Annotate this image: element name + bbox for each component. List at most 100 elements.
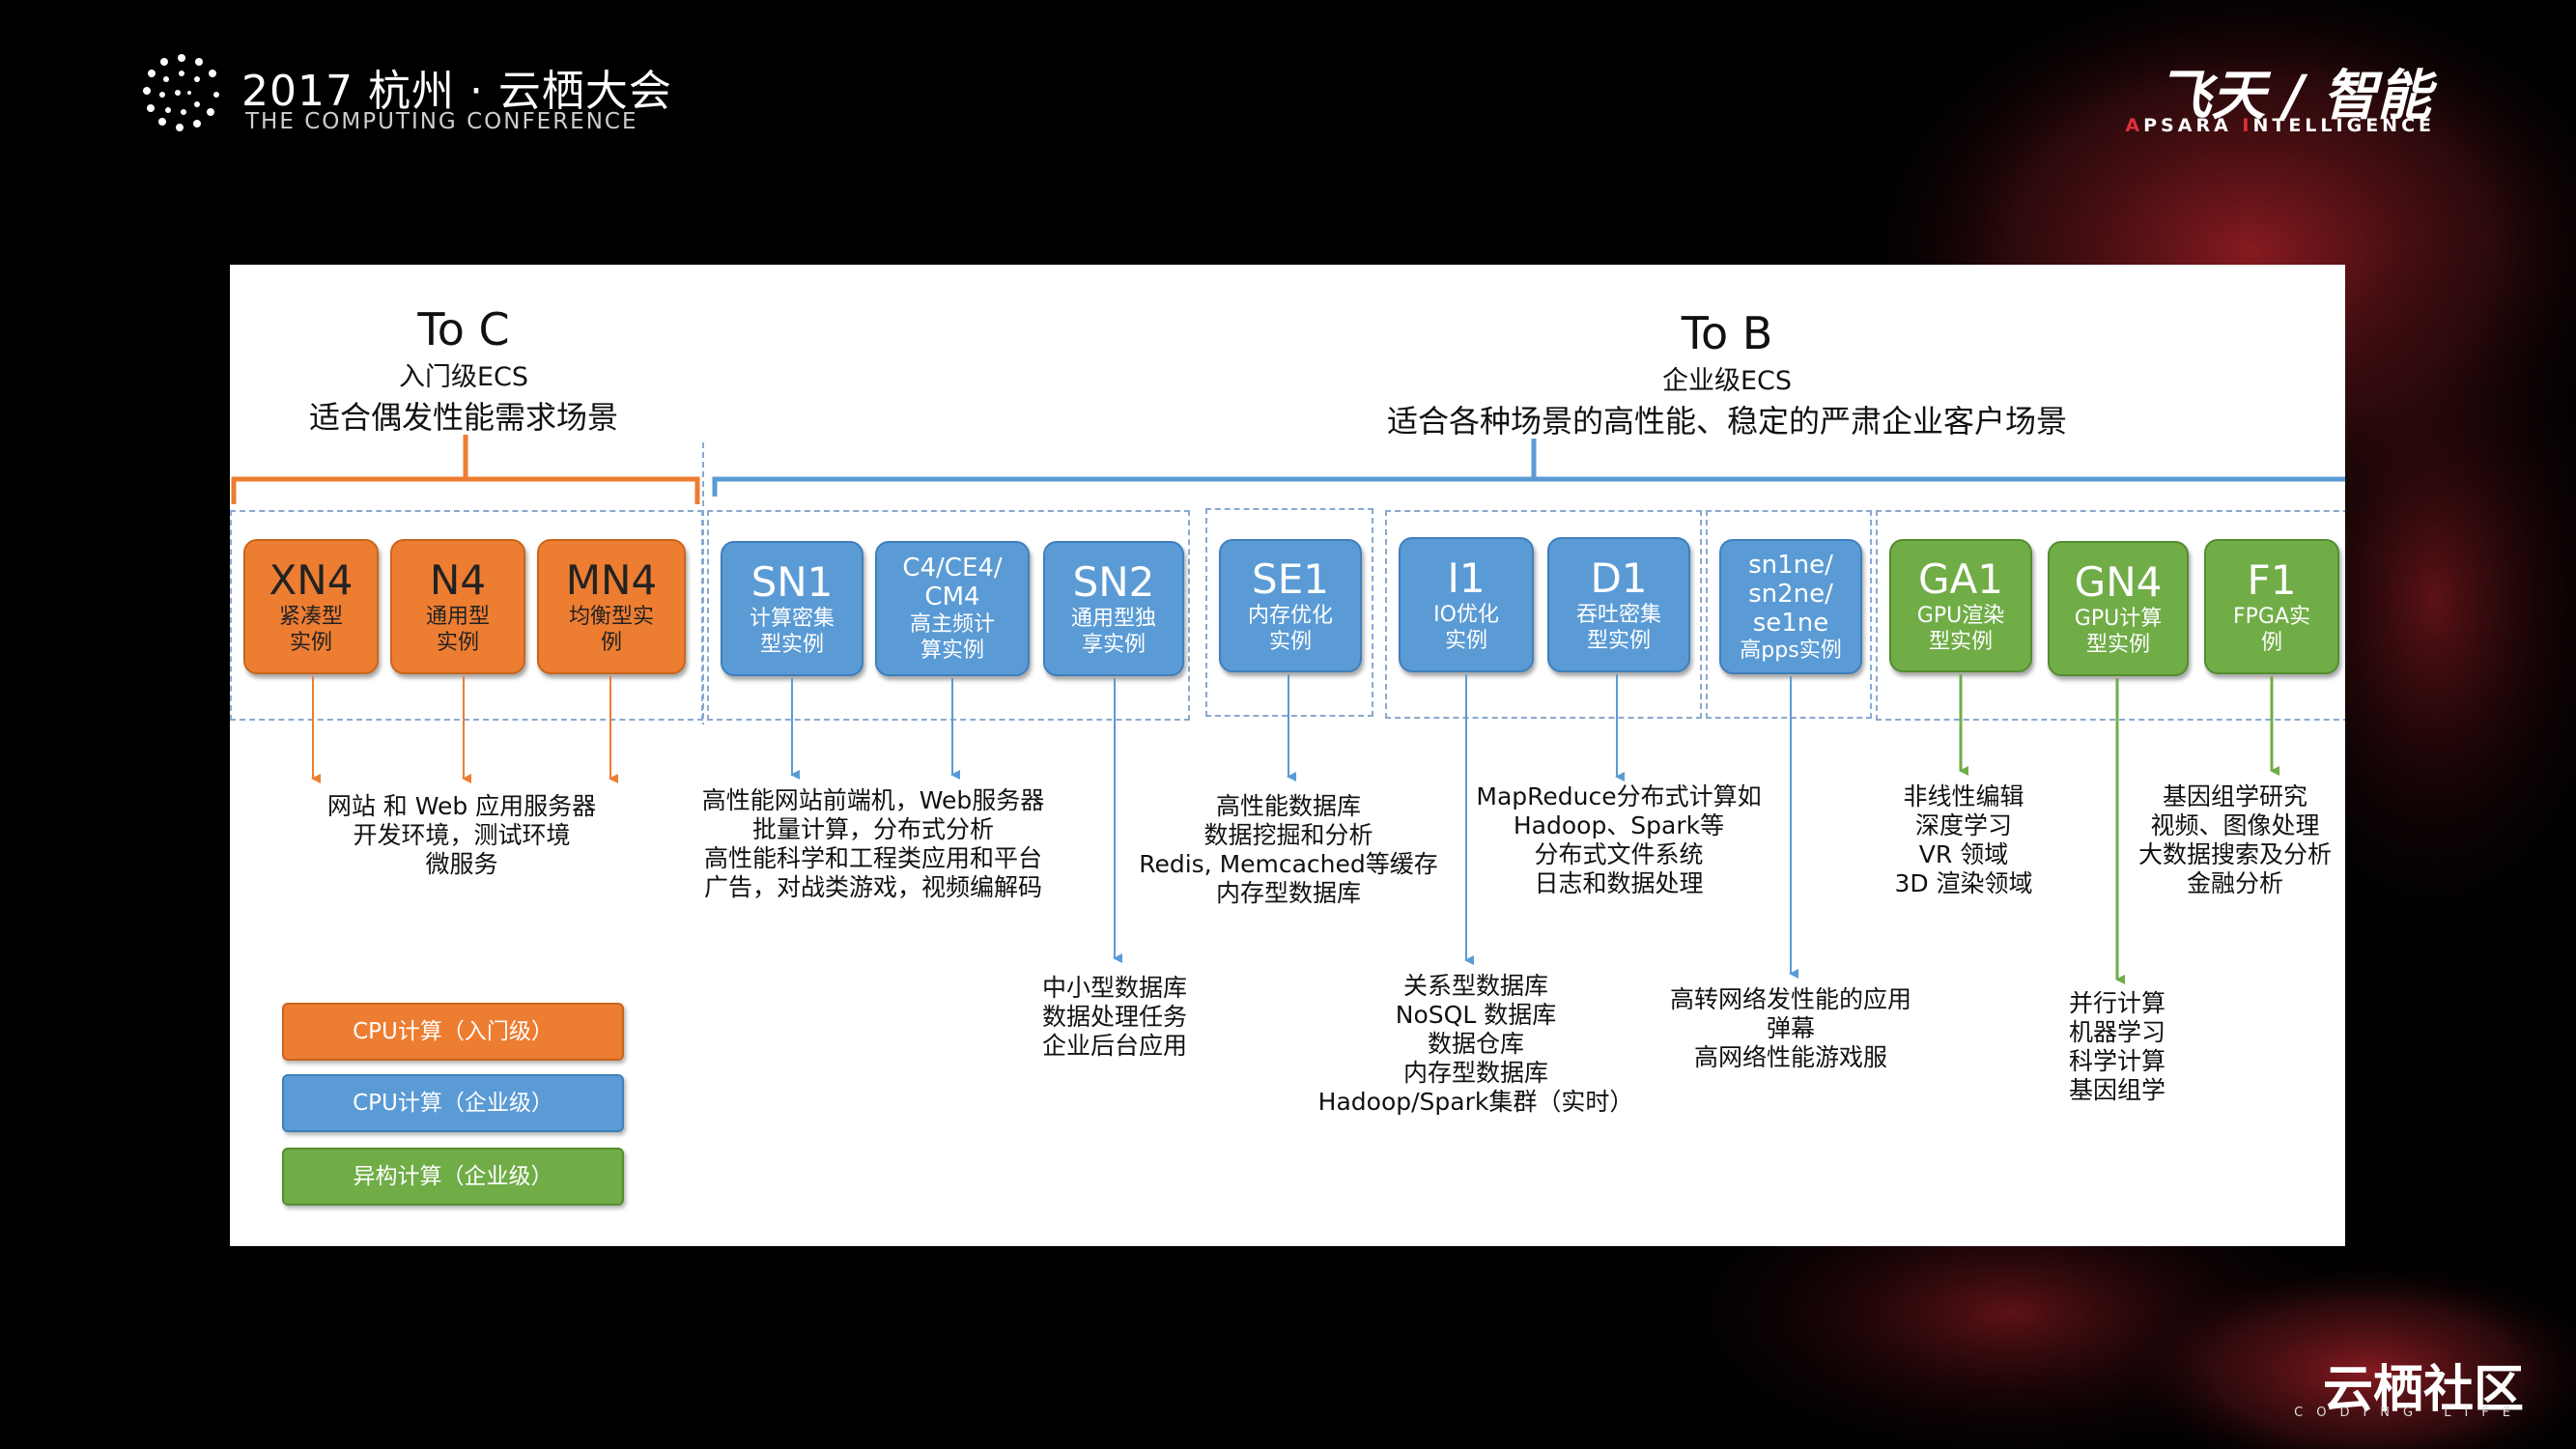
use-case-line: 中小型数据库	[1041, 974, 1187, 1002]
use-case-line: 批量计算，分布式分析	[751, 815, 994, 843]
instance-f1[interactable]: F1 FPGA实 例	[2204, 539, 2339, 674]
use-case-line: 数据处理任务	[1041, 1003, 1187, 1031]
use-case-line: 高网络性能游戏服	[1693, 1043, 1887, 1071]
instance-sn1ne-desc: 高pps实例	[1740, 638, 1842, 663]
instance-se1-code: SE1	[1252, 555, 1329, 603]
to-b-bracket	[712, 439, 2345, 497]
instance-d1[interactable]: D1 吞吐密集 型实例	[1547, 537, 1690, 672]
instance-xn4[interactable]: XN4 紧凑型 实例	[243, 539, 379, 674]
instance-ga1-code: GA1	[1918, 555, 2003, 603]
instance-i1-desc-2: 实例	[1444, 629, 1487, 653]
instance-c4-desc-2: 算实例	[920, 639, 984, 663]
to-b-heading: To B 企业级ECS 适合各种场景的高性能、稳定的严肃企业客户场景	[1099, 307, 2345, 441]
use-case-line: 科学计算	[2068, 1047, 2166, 1075]
to-c-desc: 适合偶发性能需求场景	[308, 399, 618, 436]
instance-se1-desc: 内存优化	[1247, 604, 1333, 628]
use-cases-general: 中小型数据库 数据处理任务 企业后台应用	[1018, 974, 1211, 1061]
instance-sn1[interactable]: SN1 计算密集 型实例	[721, 541, 863, 676]
instance-gn4-desc: GPU计算	[2074, 607, 2163, 631]
use-case-line: Hadoop/Spark集群（实时）	[1317, 1088, 1634, 1116]
instance-f1-code: F1	[2247, 556, 2297, 604]
instance-n4[interactable]: N4 通用型 实例	[390, 539, 525, 674]
to-c-bracket	[231, 435, 700, 504]
use-case-line: 广告，对战类游戏，视频编解码	[703, 873, 1042, 901]
instance-c4-code: C4/CE4/	[902, 554, 1003, 582]
instance-xn4-desc-2: 实例	[289, 631, 332, 655]
instance-sn2-desc: 通用型独	[1070, 607, 1156, 631]
instance-sn1-code: SN1	[750, 558, 834, 606]
conference-title: 2017 杭州 · 云栖大会	[241, 67, 672, 116]
legend-cpu-enterprise: CPU计算（企业级）	[282, 1074, 624, 1132]
use-case-line: 视频、图像处理	[2150, 811, 2320, 839]
to-b-subtitle: 企业级ECS	[1661, 366, 1793, 396]
instance-d1-desc: 吞吐密集	[1575, 603, 1661, 627]
use-cases-memory: 高性能数据库 数据挖掘和分析 Redis, Memcached等缓存 内存型数据…	[1134, 792, 1443, 908]
use-case-line: 数据仓库	[1427, 1030, 1524, 1058]
use-case-line: 内存型数据库	[1215, 879, 1361, 907]
use-case-line: 深度学习	[1914, 811, 2012, 839]
instance-mn4-desc: 均衡型实	[568, 605, 654, 629]
legend-cpu-entry: CPU计算（入门级）	[282, 1003, 624, 1061]
use-case-line: 开发环境，测试环境	[353, 821, 571, 849]
instance-mn4-desc-2: 例	[600, 631, 622, 655]
use-case-line: 企业后台应用	[1041, 1032, 1187, 1060]
to-c-subtitle: 入门级ECS	[398, 362, 529, 392]
use-case-line: 网站 和 Web 应用服务器	[326, 792, 597, 820]
instance-se1[interactable]: SE1 内存优化 实例	[1219, 539, 1362, 672]
use-case-line: 微服务	[425, 850, 498, 878]
instance-gn4-code: GN4	[2074, 558, 2163, 606]
instance-n4-desc-2: 实例	[436, 631, 479, 655]
use-cases-fpga: 基因组学研究 视频、图像处理 大数据搜索及分析 金融分析	[2129, 782, 2341, 898]
to-b-title: To B	[1681, 307, 1773, 359]
use-case-line: 基因组学研究	[2162, 782, 2307, 810]
instance-mn4[interactable]: MN4 均衡型实 例	[537, 539, 686, 674]
to-b-desc: 适合各种场景的高性能、稳定的严肃企业客户场景	[1386, 403, 2067, 440]
use-case-line: 金融分析	[2186, 869, 2283, 897]
instance-xn4-desc: 紧凑型	[278, 605, 343, 629]
instance-i1[interactable]: I1 IO优化 实例	[1399, 537, 1534, 672]
use-case-line: 并行计算	[2068, 989, 2166, 1017]
instance-c4-ce4-cm4[interactable]: C4/CE4/ CM4 高主频计 算实例	[875, 541, 1030, 676]
instance-ga1-desc-2: 型实例	[1928, 630, 1993, 654]
to-c-heading: To C 入门级ECS 适合偶发性能需求场景	[230, 303, 697, 438]
use-case-line: 日志和数据处理	[1534, 869, 1704, 897]
instance-sn2-desc-2: 享实例	[1081, 633, 1146, 657]
legend-heterogeneous-enterprise: 异构计算（企业级）	[282, 1148, 624, 1206]
instance-sn1ne-sn2ne-se1ne[interactable]: sn1ne/ sn2ne/ se1ne 高pps实例	[1719, 539, 1862, 674]
instance-d1-desc-2: 型实例	[1586, 629, 1651, 653]
instance-i1-desc: IO优化	[1433, 603, 1499, 627]
instance-cm4-code: CM4	[924, 582, 980, 611]
instance-c4-desc: 高主频计	[909, 612, 995, 637]
use-case-line: 关系型数据库	[1402, 972, 1548, 1000]
instance-gn4[interactable]: GN4 GPU计算 型实例	[2048, 541, 2189, 676]
conference-subtitle: THE COMPUTING CONFERENCE	[245, 109, 638, 134]
brand-logo-apsara: 飞天 / 智能	[2157, 65, 2431, 128]
use-cases-compute: 高性能网站前端机，Web服务器 批量计算，分布式分析 高性能科学和工程类应用和平…	[699, 786, 1047, 902]
instance-xn4-code: XN4	[269, 556, 354, 604]
instance-i1-code: I1	[1447, 554, 1486, 602]
zone-heterogeneous	[1876, 510, 2345, 721]
instance-se1-desc-2: 实例	[1268, 630, 1312, 654]
yunqi-community-logo: 云栖社区	[2322, 1361, 2524, 1419]
use-case-line: 高转网络发性能的应用	[1669, 985, 1911, 1013]
instance-n4-code: N4	[429, 556, 487, 604]
use-case-line: MapReduce分布式计算如	[1476, 782, 1762, 810]
instance-ga1[interactable]: GA1 GPU渲染 型实例	[1889, 539, 2032, 672]
instance-mn4-code: MN4	[565, 556, 658, 604]
instance-f1-desc-2: 例	[2260, 631, 2282, 655]
diagram-connectors	[231, 435, 2345, 984]
brand-tagline: APSARA INTELLIGENCE	[2125, 115, 2435, 136]
yunqi-logo-icon	[143, 54, 219, 131]
to-c-title: To C	[417, 303, 510, 355]
use-case-line: 高性能网站前端机，Web服务器	[701, 786, 1045, 814]
use-cases-entry: 网站 和 Web 应用服务器 开发环境，测试环境 微服务	[317, 792, 607, 879]
use-case-line: Redis, Memcached等缓存	[1139, 850, 1438, 878]
instance-sn2[interactable]: SN2 通用型独 享实例	[1043, 541, 1184, 676]
instance-ga1-desc: GPU渲染	[1916, 604, 2005, 628]
diagram-panel: To C 入门级ECS 适合偶发性能需求场景 To B 企业级ECS 适合各种场…	[230, 265, 2345, 1246]
zone-network	[1706, 510, 1872, 719]
instance-gn4-desc-2: 型实例	[2085, 633, 2150, 657]
use-cases-throughput: MapReduce分布式计算如 Hadoop、Spark等 分布式文件系统 日志…	[1464, 782, 1773, 898]
instance-sn1-desc: 计算密集	[749, 607, 835, 631]
instance-sn1-desc-2: 型实例	[759, 633, 824, 657]
